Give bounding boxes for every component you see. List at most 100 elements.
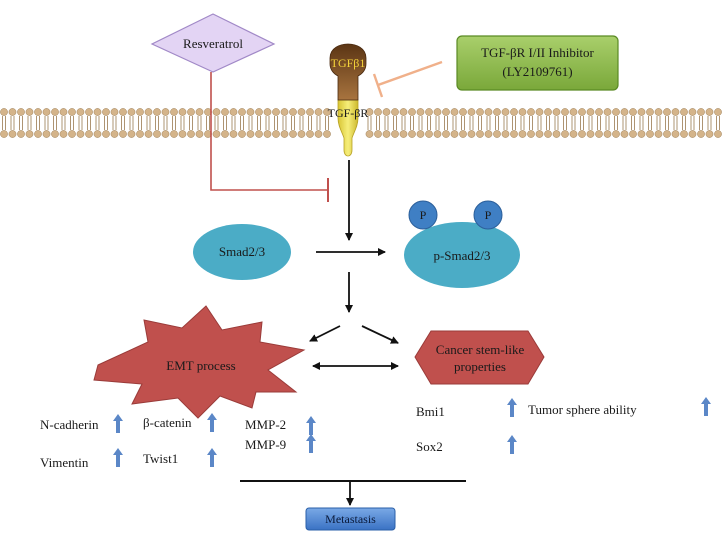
lipid-head: [705, 108, 714, 116]
lipid-tail: [172, 116, 176, 130]
lipid-tail: [597, 116, 601, 130]
lipid-head: [637, 130, 646, 138]
lipid-tail: [112, 116, 117, 130]
lipid-head: [17, 108, 25, 116]
lipid-head: [221, 108, 229, 116]
lipid-head: [297, 130, 306, 138]
inhibitor-box: [456, 35, 619, 91]
lipid-tail: [78, 116, 83, 130]
lipid-head: [578, 130, 586, 138]
lipid-tail: [19, 116, 23, 130]
lipid-head: [399, 108, 408, 116]
marker-vimentin: Vimentin: [40, 455, 89, 470]
lipid-head: [229, 130, 238, 138]
lipid-tail: [639, 116, 644, 130]
lipid-head: [51, 130, 59, 138]
lipid-head: [484, 130, 493, 138]
lipid-head: [365, 108, 374, 116]
metastasis-label: Metastasis: [325, 512, 376, 526]
lipid-head: [246, 108, 255, 116]
lipid-head: [425, 130, 433, 138]
lipid-tail: [478, 116, 482, 130]
lipid-head: [595, 108, 603, 116]
lipid-tail: [121, 116, 125, 130]
lipid-head: [433, 130, 442, 138]
lipid-tail: [665, 116, 669, 130]
lipid-head: [93, 130, 102, 138]
csc-hexagon: [414, 330, 545, 385]
marker-mmp9: MMP-9: [245, 437, 287, 452]
lipid-head: [714, 130, 722, 138]
lipid-head: [425, 108, 433, 116]
inhibitor-bar: [372, 73, 384, 98]
lipid-head: [110, 108, 119, 116]
lipid-head: [680, 130, 688, 138]
phospho-label-left: P: [419, 208, 427, 222]
lipid-tail: [520, 116, 525, 130]
lipid-head: [8, 108, 17, 116]
lipid-tail: [299, 116, 304, 130]
lipid-tail: [104, 116, 108, 130]
lipid-head: [85, 108, 93, 116]
lipid-head: [408, 130, 416, 138]
lipid-head: [518, 108, 527, 116]
lipid-head: [76, 108, 85, 116]
lipid-head: [646, 130, 654, 138]
lipid-head: [688, 108, 697, 116]
inhibitor-label-line1: TGF-βR I/II Inhibitor: [481, 45, 594, 60]
lipid-tail: [10, 116, 15, 130]
lipid-head: [59, 108, 68, 116]
resveratrol-label: Resveratrol: [183, 36, 243, 51]
emt-label: EMT process: [166, 358, 236, 373]
inhibitor-line: [377, 60, 443, 87]
lipid-head: [314, 130, 323, 138]
lipid-head: [238, 108, 246, 116]
lipid-tail: [546, 116, 550, 130]
lipid-tail: [325, 116, 329, 130]
lipid-head: [467, 108, 476, 116]
lipid-head: [0, 108, 8, 116]
lipid-tail: [495, 116, 499, 130]
lipid-tail: [384, 116, 389, 130]
lipid-head: [289, 108, 297, 116]
phospho-circle-right: [473, 200, 503, 230]
lipid-tail: [656, 116, 661, 130]
lipid-head: [561, 108, 569, 116]
lipid-head: [170, 130, 178, 138]
lipid-head: [450, 108, 459, 116]
lipid-head: [272, 108, 280, 116]
lipid-head: [527, 108, 535, 116]
lipid-tail: [605, 116, 610, 130]
lipid-head: [144, 130, 153, 138]
lipid-head: [493, 108, 501, 116]
lipid-tail: [61, 116, 66, 130]
lipid-head: [272, 130, 280, 138]
lipid-tail: [673, 116, 678, 130]
lipid-head: [646, 108, 654, 116]
lipid-tail: [376, 116, 380, 130]
lipid-tail: [231, 116, 236, 130]
lipid-tail: [435, 116, 440, 130]
lipid-tail: [248, 116, 253, 130]
lipid-head: [535, 130, 544, 138]
lipid-head: [374, 130, 382, 138]
lipid-head: [654, 108, 663, 116]
lipid-head: [459, 108, 467, 116]
up-arrow-icon-beta-catenin: [207, 413, 217, 432]
up-arrow-icon-n-cadherin: [113, 414, 123, 433]
lipid-tail: [716, 116, 720, 130]
lipid-tail: [291, 116, 295, 130]
lipid-tail: [682, 116, 686, 130]
lipid-head: [552, 130, 561, 138]
lipid-tail: [282, 116, 287, 130]
lipid-head: [68, 108, 76, 116]
lipid-head: [306, 130, 314, 138]
lipid-tail: [690, 116, 695, 130]
lipid-head: [433, 108, 442, 116]
lipid-tail: [206, 116, 210, 130]
lipid-tail: [189, 116, 193, 130]
up-arrow-icon-mmp: [306, 416, 316, 435]
lipid-head: [314, 108, 323, 116]
lipid-tail: [138, 116, 142, 130]
lipid-tail: [223, 116, 227, 130]
